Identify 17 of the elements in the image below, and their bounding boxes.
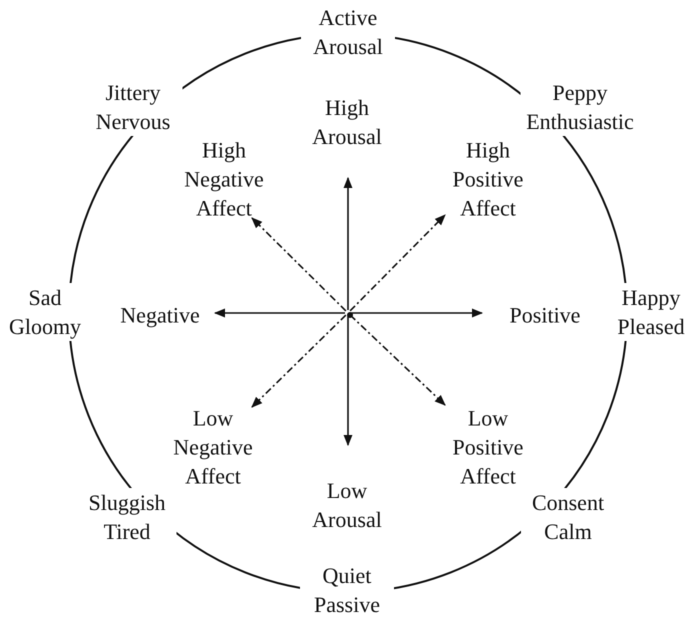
arrow bbox=[351, 308, 484, 318]
axis-label: High Positive Affect bbox=[438, 136, 538, 222]
arrow bbox=[344, 316, 352, 446]
axis-label: Low Arousal bbox=[302, 476, 392, 534]
axis-label: Negative bbox=[110, 300, 210, 330]
arrow bbox=[214, 308, 345, 318]
arrow bbox=[251, 217, 346, 312]
axis-label: Positive bbox=[495, 300, 595, 330]
axis-label: High Negative Affect bbox=[174, 136, 274, 222]
arrow bbox=[350, 214, 446, 312]
arrow bbox=[251, 314, 346, 408]
axis-label: High Arousal bbox=[302, 93, 392, 151]
arrow bbox=[344, 176, 352, 310]
arrow bbox=[350, 314, 446, 406]
axis-label: Low Negative Affect bbox=[163, 404, 263, 490]
emotion-label: Happy Pleased bbox=[615, 283, 687, 341]
axis-label: Low Positive Affect bbox=[438, 404, 538, 490]
